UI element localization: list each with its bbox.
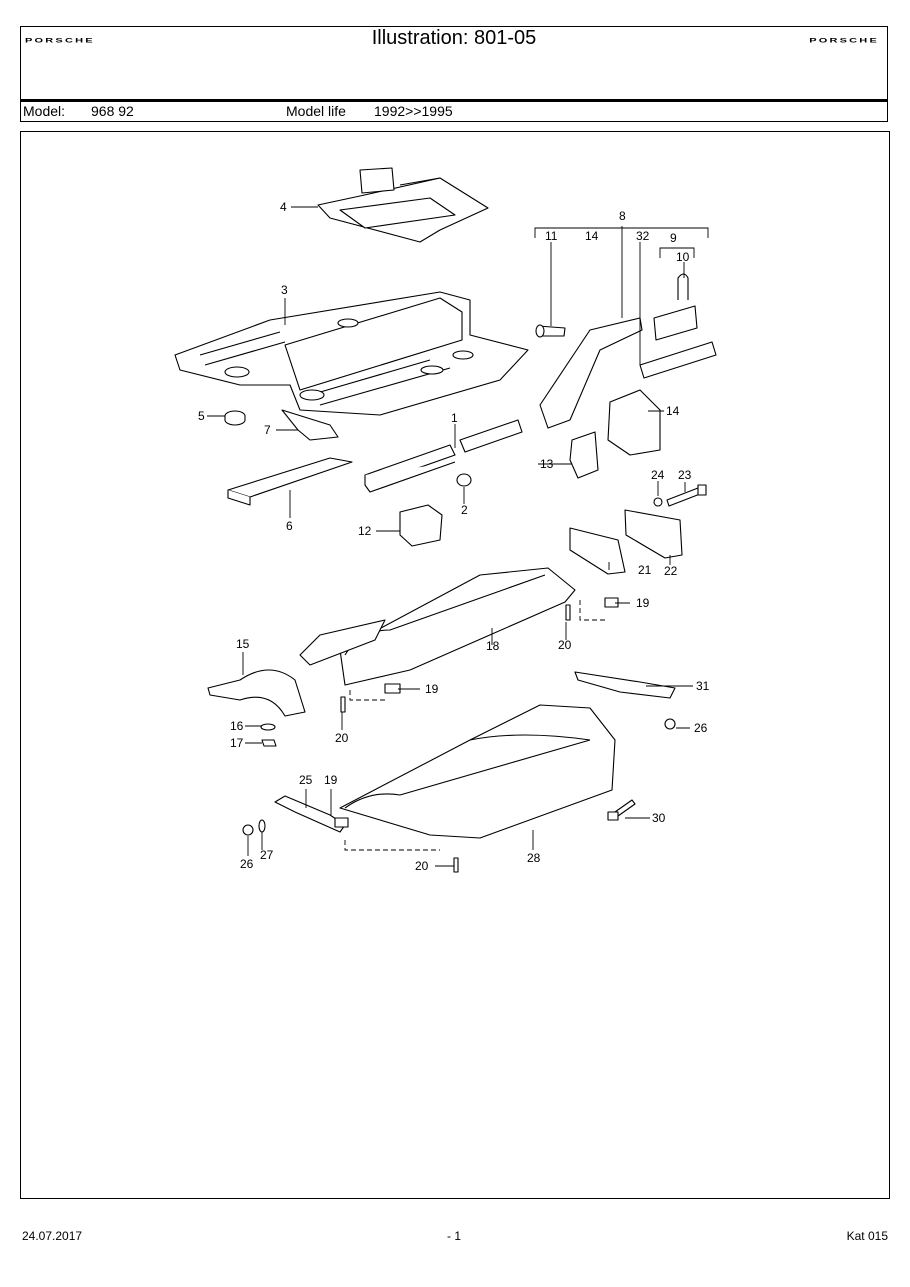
part-clip-19-b	[384, 683, 401, 694]
footer-date: 24.07.2017	[22, 1229, 83, 1243]
callout-3: 3	[281, 283, 288, 297]
callout-27: 27	[260, 848, 274, 862]
callout-26-left: 26	[240, 857, 254, 871]
callout-1: 1	[451, 411, 458, 425]
footer-catalog: Kat 015	[846, 1229, 888, 1243]
header-box: PORSCHE Illustration: 801-05 PORSCHE Mod…	[20, 26, 888, 122]
model-value: 968 92	[91, 103, 134, 119]
part-washer-27	[258, 819, 266, 833]
part-bracket-21	[569, 527, 626, 575]
callout-14: 14	[666, 404, 680, 418]
callout-31: 31	[696, 679, 710, 693]
callout-5: 5	[198, 409, 205, 423]
part-heat-shield-28	[339, 704, 616, 839]
part-rear-floor-panel	[317, 167, 489, 243]
part-nut-26-lower	[242, 824, 254, 836]
callout-14-top: 14	[585, 229, 599, 243]
part-floor-pan	[174, 291, 529, 416]
part-bracket-13	[569, 431, 599, 479]
part-screw-20-b	[340, 696, 346, 713]
part-screw-20-c	[453, 857, 459, 873]
part-bolt-11	[535, 324, 566, 338]
callout-17: 17	[230, 736, 244, 750]
callout-18: 18	[486, 639, 500, 653]
part-strap	[207, 669, 306, 717]
callout-21: 21	[638, 563, 652, 577]
model-row: Model: 968 92 Model life 1992>>1995	[21, 102, 887, 121]
callout-22: 22	[664, 564, 678, 578]
callout-7: 7	[264, 423, 271, 437]
part-nut-26-upper	[664, 718, 676, 730]
part-strip-9	[653, 305, 698, 341]
part-clip	[677, 273, 689, 300]
part-bracket-22	[624, 509, 683, 559]
part-screw-30	[607, 799, 636, 821]
part-nut-24	[653, 497, 663, 507]
part-rail	[639, 341, 717, 379]
callout-16: 16	[230, 719, 244, 733]
header-divider	[21, 99, 887, 102]
callout-19-a: 19	[636, 596, 650, 610]
part-cross-member	[364, 419, 523, 493]
part-bolt-23	[666, 484, 707, 507]
part-bracket-7	[281, 409, 339, 441]
part-rubber-plug	[456, 473, 472, 487]
part-clip-19-c	[334, 817, 349, 828]
part-plug	[224, 410, 246, 426]
callout-28: 28	[527, 851, 541, 865]
callout-4: 4	[280, 200, 287, 214]
callout-23: 23	[678, 468, 692, 482]
callout-30: 30	[652, 811, 666, 825]
callout-11: 11	[545, 229, 558, 243]
callout-20-c: 20	[415, 859, 429, 873]
part-screw-20-a	[565, 604, 571, 621]
callout-19-c: 19	[324, 773, 338, 787]
callout-8: 8	[619, 209, 626, 223]
callout-13: 13	[540, 457, 554, 471]
part-bracket-31	[574, 671, 676, 699]
callout-9: 9	[670, 231, 677, 245]
porsche-logo-left: PORSCHE	[25, 37, 95, 45]
footer-page: - 1	[447, 1229, 462, 1243]
model-life-value: 1992>>1995	[374, 103, 453, 119]
part-nut-17	[261, 739, 277, 747]
callout-26-right: 26	[694, 721, 708, 735]
callout-19-b: 19	[425, 682, 439, 696]
part-longitudinal-member	[227, 457, 353, 506]
callout-25: 25	[299, 773, 313, 787]
callout-24: 24	[651, 468, 665, 482]
part-bracket-14	[607, 389, 661, 456]
callout-32: 32	[636, 229, 650, 243]
page-title: Illustration: 801-05	[371, 27, 537, 49]
callout-10: 10	[676, 250, 690, 264]
callout-15: 15	[236, 637, 250, 651]
callout-2: 2	[461, 503, 468, 517]
illustration-frame	[20, 131, 890, 1199]
callout-12: 12	[358, 524, 372, 538]
callout-20-b: 20	[335, 731, 349, 745]
model-label: Model:	[23, 103, 66, 119]
part-clip-19-a	[604, 597, 619, 608]
part-heat-shield-18	[299, 567, 576, 686]
callout-20-a: 20	[558, 638, 572, 652]
model-life-label: Model life	[286, 103, 346, 119]
part-washer-16	[260, 723, 276, 731]
porsche-logo-right: PORSCHE	[809, 37, 879, 45]
part-mount	[399, 504, 443, 547]
callout-6: 6	[286, 519, 293, 533]
part-support-arm	[539, 317, 643, 429]
